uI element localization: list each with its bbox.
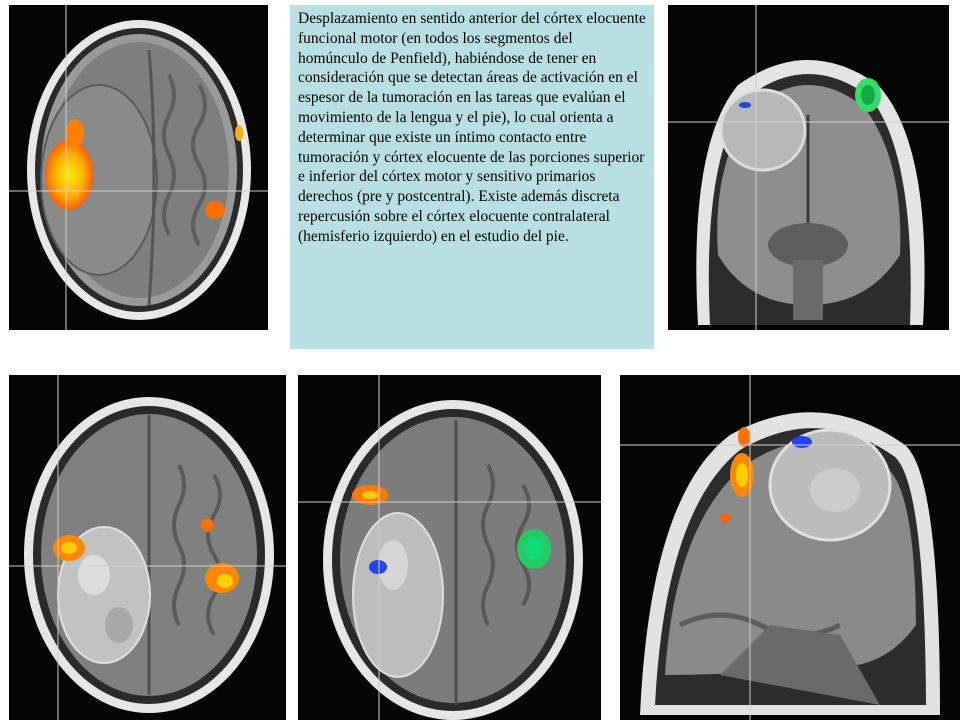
mri-axial-panel-3	[298, 375, 601, 720]
mri-axial-image-2	[9, 375, 286, 720]
mri-sagittal-panel	[620, 375, 960, 720]
caption-text: Desplazamiento en sentido anterior del c…	[290, 5, 654, 349]
activation-blob	[45, 140, 93, 210]
mri-coronal-panel	[668, 5, 949, 330]
mri-axial-image-3	[298, 375, 601, 720]
mri-axial-image-1	[9, 5, 268, 330]
mri-coronal-image	[668, 5, 949, 330]
mri-axial-panel-2	[9, 375, 286, 720]
mri-axial-panel-1	[9, 5, 268, 330]
mri-sagittal-image	[620, 375, 960, 720]
